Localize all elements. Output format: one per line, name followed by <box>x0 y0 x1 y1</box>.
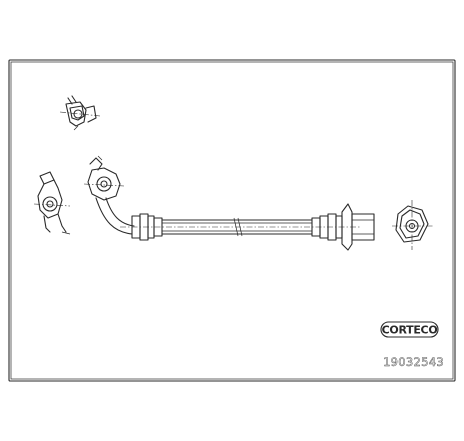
brand-logo: CORTECO <box>380 321 439 338</box>
drawing-frame-inner <box>10 61 454 380</box>
part-number: 19032543 <box>383 355 444 369</box>
banjo-fitting <box>83 155 135 235</box>
brand-logo-text: CORTECO <box>382 324 438 337</box>
bracket-detail <box>33 171 71 235</box>
brake-hose <box>120 203 375 251</box>
hex-end-view <box>392 200 434 250</box>
banjo-bolt-detail <box>59 95 101 131</box>
drawing-frame <box>8 59 456 382</box>
